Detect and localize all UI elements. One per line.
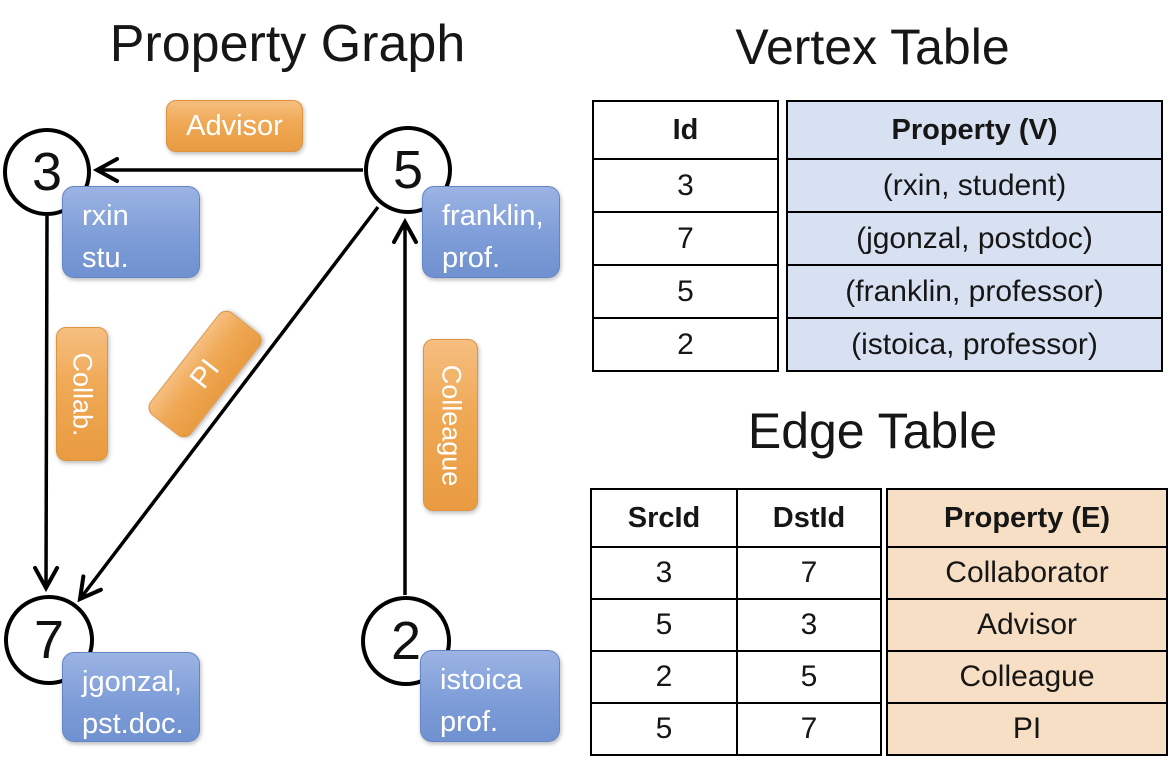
rxin-line2: stu. bbox=[82, 242, 129, 275]
jgonzal-line1: jgonzal, bbox=[82, 666, 182, 698]
istoica-line2: prof. bbox=[440, 706, 499, 739]
edge-src-cell: 3 bbox=[592, 546, 736, 598]
node-label-box-rxin: rxin stu. bbox=[62, 186, 200, 278]
vertex-table-property-header: Property (V) bbox=[788, 102, 1161, 158]
edge-5-to-7 bbox=[77, 205, 380, 603]
edge-src-cell: 2 bbox=[592, 650, 736, 702]
vertex-table-title: Vertex Table bbox=[735, 19, 1010, 75]
edge-table-src-header: SrcId bbox=[627, 501, 701, 534]
edge-dst-cell: 5 bbox=[736, 650, 880, 702]
edge-pill-collab-label: Collab. bbox=[67, 351, 98, 437]
edge-src-cell: 5 bbox=[592, 702, 736, 754]
edge-table-title: Edge Table bbox=[747, 403, 998, 459]
edge-table-property-column: Property (E) Collaborator Advisor Collea… bbox=[886, 488, 1168, 756]
edge-table-dst-header: DstId bbox=[736, 490, 880, 546]
vertex-table-id-column: Id 3 7 5 2 bbox=[592, 100, 779, 372]
vertex-table-id-header: Id bbox=[672, 113, 699, 146]
graph-node-2: 2 bbox=[361, 596, 451, 686]
edge-dst-cell: 7 bbox=[736, 702, 880, 754]
edge-table-id-columns: SrcId DstId 3 7 5 3 2 5 5 7 bbox=[590, 488, 882, 756]
edge-dst-cell: 3 bbox=[736, 598, 880, 650]
vertex-property-cell: (franklin, professor) bbox=[788, 264, 1161, 317]
vertex-table-property-column: Property (V) (rxin, student) (jgonzal, p… bbox=[786, 100, 1163, 372]
node-label-box-franklin: franklin, prof. bbox=[422, 186, 560, 278]
edge-3-to-7 bbox=[33, 215, 60, 593]
node-2-id: 2 bbox=[390, 611, 422, 671]
edge-table-property-header: Property (E) bbox=[888, 490, 1166, 546]
edge-property-cell: Advisor bbox=[888, 598, 1166, 650]
vertex-id-cell: 3 bbox=[594, 158, 777, 211]
istoica-line1: istoica bbox=[440, 664, 523, 696]
node-3-id: 3 bbox=[31, 142, 63, 202]
edge-property-cell: PI bbox=[888, 702, 1166, 754]
jgonzal-line2: pst.doc. bbox=[82, 708, 184, 741]
franklin-line2: prof. bbox=[442, 242, 501, 275]
graph-edges-layer bbox=[33, 157, 418, 603]
node-label-box-istoica: istoica prof. bbox=[420, 650, 560, 742]
edge-pill-advisor-label: Advisor bbox=[186, 109, 283, 142]
edge-pill-pi-label: PI bbox=[183, 353, 226, 395]
graph-node-5: 5 bbox=[364, 126, 452, 214]
vertex-property-cell: (jgonzal, postdoc) bbox=[788, 211, 1161, 264]
edge-dst-cell: 7 bbox=[736, 546, 880, 598]
rxin-line1: rxin bbox=[82, 200, 129, 232]
edge-pill-colleague-label: Colleague bbox=[436, 364, 466, 486]
property-graph-title: Property Graph bbox=[109, 15, 466, 73]
vertex-property-cell: (istoica, professor) bbox=[788, 317, 1161, 370]
node-label-box-jgonzal: jgonzal, pst.doc. bbox=[62, 652, 200, 742]
franklin-line1: franklin, bbox=[442, 200, 544, 232]
edge-property-cell: Collaborator bbox=[888, 546, 1166, 598]
vertex-id-cell: 2 bbox=[594, 317, 777, 370]
edge-property-cell: Colleague bbox=[888, 650, 1166, 702]
vertex-property-cell: (rxin, student) bbox=[788, 158, 1161, 211]
edge-src-cell: 5 bbox=[592, 598, 736, 650]
vertex-id-cell: 5 bbox=[594, 264, 777, 317]
vertex-id-cell: 7 bbox=[594, 211, 777, 264]
node-5-id: 5 bbox=[392, 140, 424, 200]
edge-pill-collab: Collab. bbox=[56, 327, 108, 461]
edge-pill-colleague: Colleague bbox=[423, 339, 478, 511]
edge-pill-advisor: Advisor bbox=[166, 100, 303, 152]
node-7-id: 7 bbox=[33, 610, 65, 670]
